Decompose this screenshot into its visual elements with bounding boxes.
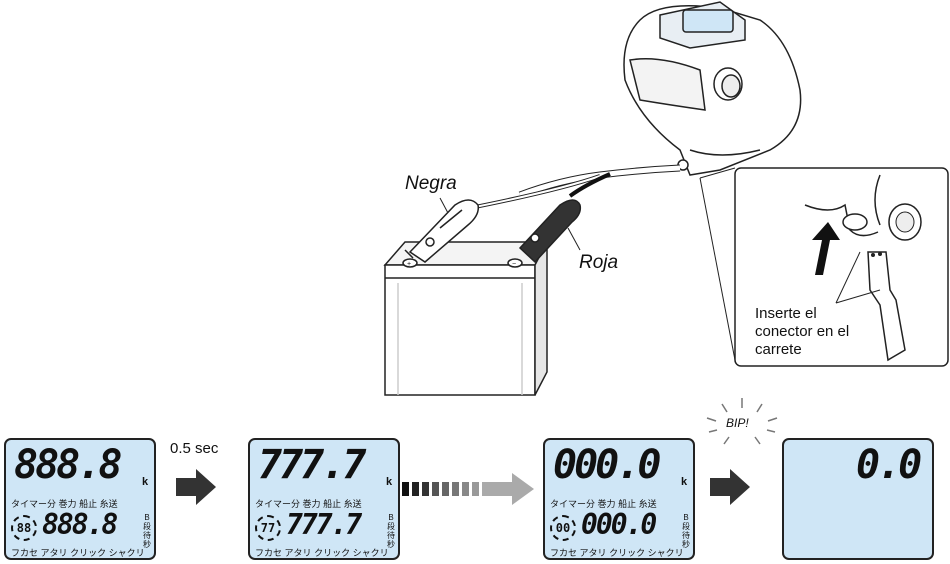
counter-circle: 77 xyxy=(255,515,281,541)
lcd-display-ready: 0.0 xyxy=(782,438,934,560)
inset-box xyxy=(734,167,949,367)
counter-circle: 00 xyxy=(550,515,576,541)
lcd-top-labels: タイマー分 巻力 船止 糸送 xyxy=(11,499,118,509)
bip-label: BIP! xyxy=(726,416,749,430)
half-second-label: 0.5 sec xyxy=(170,440,219,457)
main-readout: 000.0 xyxy=(553,442,661,488)
negra-label: Negra xyxy=(405,173,457,194)
unit-k: k xyxy=(681,476,688,488)
main-readout: 888.8 xyxy=(14,442,122,488)
secondary-readout: 000.0 xyxy=(581,508,657,541)
progress-arrow-icon xyxy=(402,473,534,505)
negra-pointer xyxy=(439,197,449,214)
red-clamp xyxy=(518,199,582,264)
beep-burst-icon xyxy=(706,398,778,445)
counter-circle: 88 xyxy=(11,515,37,541)
svg-text:+: + xyxy=(407,261,411,268)
roja-label: Roja xyxy=(579,252,619,273)
lcd-top-labels: タイマー分 巻力 船止 糸送 xyxy=(255,499,362,509)
cable xyxy=(469,164,681,210)
main-readout: 0.0 xyxy=(856,442,922,488)
up-arrow-icon xyxy=(812,222,840,275)
lcd-bottom-labels: フカセ アタリ クリック シャクリ xyxy=(550,548,684,558)
battery: + − xyxy=(383,241,549,396)
reel xyxy=(623,1,802,176)
arrow-icon xyxy=(710,469,750,505)
insert-connector-note: Inserte el conector en el carrete xyxy=(755,305,850,358)
callout-line-2 xyxy=(699,177,736,361)
unit-k: k xyxy=(386,476,393,488)
arrow-icon xyxy=(176,469,216,505)
secondary-readout: 888.8 xyxy=(42,508,118,541)
lcd-bottom-labels: フカセ アタリ クリック シャクリ xyxy=(11,548,145,558)
unit-k: k xyxy=(142,476,149,488)
callout-line xyxy=(699,167,736,179)
lcd-top-labels: タイマー分 巻力 船止 糸送 xyxy=(550,499,657,509)
lcd-bottom-labels: フカセ アタリ クリック シャクリ xyxy=(255,548,389,558)
main-readout: 777.7 xyxy=(258,442,366,488)
black-clamp xyxy=(404,199,480,263)
svg-text:−: − xyxy=(512,261,516,268)
roja-pointer xyxy=(567,227,581,251)
secondary-readout: 777.7 xyxy=(286,508,362,541)
